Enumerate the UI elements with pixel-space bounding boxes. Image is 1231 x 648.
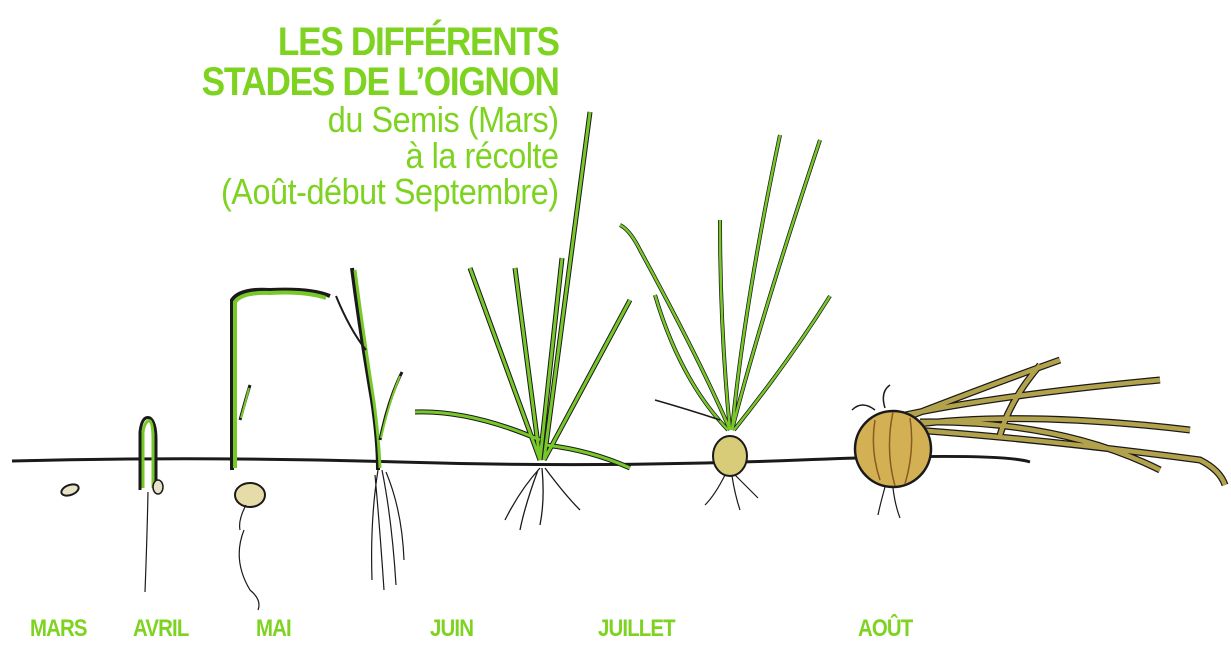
month-label-mai: MAI	[256, 615, 291, 643]
month-label-juillet: JUILLET	[598, 615, 675, 643]
stage-seed	[60, 482, 80, 498]
stage-june-plant	[415, 112, 630, 530]
stage-seedling-roots	[336, 268, 404, 590]
stage-august-onion	[852, 360, 1225, 518]
stage-sprout	[140, 418, 163, 592]
month-label-mars: MARS	[30, 615, 87, 643]
month-label-aout: AOÛT	[858, 615, 912, 643]
month-label-avril: AVRIL	[133, 615, 188, 643]
month-label-juin: JUIN	[430, 615, 473, 643]
stage-july-plant	[620, 135, 830, 510]
stage-young-plant	[232, 290, 330, 610]
